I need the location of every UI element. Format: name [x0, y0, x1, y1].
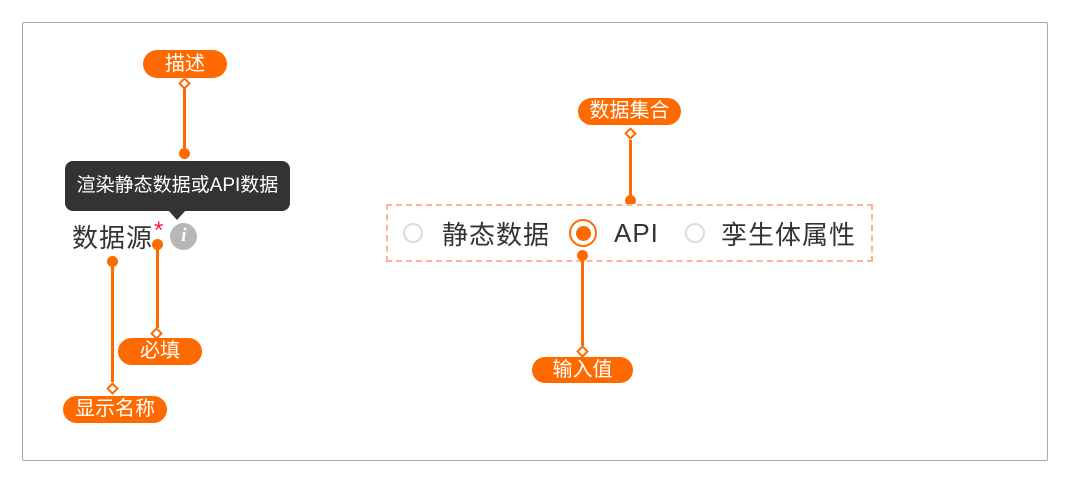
info-icon[interactable]: i	[170, 222, 198, 250]
radio-circle-unselected-icon[interactable]	[403, 223, 423, 243]
required-asterisk: *	[154, 217, 164, 244]
callout-required: 必填	[118, 338, 202, 365]
field-label: 数据源	[72, 222, 154, 253]
connector-line	[581, 259, 584, 346]
connector-dot	[179, 148, 190, 159]
connector-dot	[625, 195, 636, 206]
connector-line	[111, 265, 114, 382]
info-icon-glyph: i	[181, 225, 187, 246]
radio-option-twin-property[interactable]: 孪生体属性	[685, 215, 856, 251]
radio-option-label[interactable]: 静态数据	[442, 219, 551, 250]
radio-option-label[interactable]: 孪生体属性	[721, 219, 857, 250]
radio-option-api[interactable]: API	[569, 215, 659, 251]
connector-line	[183, 89, 186, 151]
callout-data-set: 数据集合	[578, 98, 681, 125]
radio-circle-selected-icon[interactable]	[569, 219, 597, 247]
tooltip-text: 渲染静态数据或API数据	[76, 175, 279, 196]
connector-line	[156, 248, 159, 328]
connector-line	[629, 140, 632, 196]
radio-option-label[interactable]: API	[614, 217, 659, 248]
radio-option-static-data[interactable]: 静态数据	[403, 215, 550, 251]
field-label-row: 数据源 * i	[72, 217, 198, 253]
callout-describe: 描述	[143, 50, 227, 78]
tooltip-arrow	[168, 210, 186, 220]
radio-circle-unselected-icon[interactable]	[685, 223, 705, 243]
radio-group-highlight-box	[386, 204, 873, 262]
callout-input-value: 输入值	[532, 357, 633, 383]
tooltip: 渲染静态数据或API数据	[65, 161, 290, 220]
connector-dot	[577, 250, 588, 261]
radio-inner-dot	[575, 225, 591, 241]
callout-display-name: 显示名称	[63, 396, 167, 423]
connector-dot	[107, 256, 118, 267]
connector-dot	[152, 239, 163, 250]
